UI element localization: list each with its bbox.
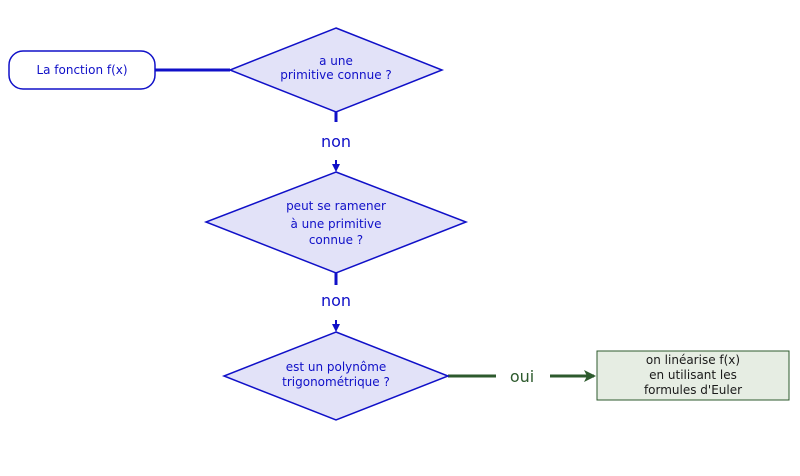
start-node-label: La fonction f(x) bbox=[36, 63, 127, 77]
decision-3-line-2: trigonométrique ? bbox=[282, 375, 390, 389]
decision-node-3: est un polynôme trigonométrique ? bbox=[221, 331, 451, 421]
result-node: on linéarise f(x) en utilisant les formu… bbox=[596, 350, 790, 401]
edge-label-non-2: non bbox=[321, 291, 351, 310]
edge-label-non-1: non bbox=[321, 132, 351, 151]
decision-1-line-1: a une bbox=[319, 54, 353, 68]
decision-1-line-2: primitive connue ? bbox=[280, 68, 392, 82]
decision-node-2: peut se ramener à une primitive connue ? bbox=[203, 171, 469, 274]
decision-2-line-3: connue ? bbox=[309, 233, 363, 247]
start-node: La fonction f(x) bbox=[8, 50, 156, 90]
decision-node-1: a une primitive connue ? bbox=[227, 27, 445, 113]
decision-2-line-1: peut se ramener bbox=[286, 199, 386, 213]
result-line-3: formules d'Euler bbox=[644, 383, 742, 397]
decision-3-line-1: est un polynôme bbox=[286, 360, 387, 374]
result-line-2: en utilisant les bbox=[649, 368, 737, 382]
result-line-1: on linéarise f(x) bbox=[646, 353, 740, 367]
edge-label-oui: oui bbox=[510, 367, 534, 386]
decision-2-line-2: à une primitive bbox=[290, 217, 381, 231]
